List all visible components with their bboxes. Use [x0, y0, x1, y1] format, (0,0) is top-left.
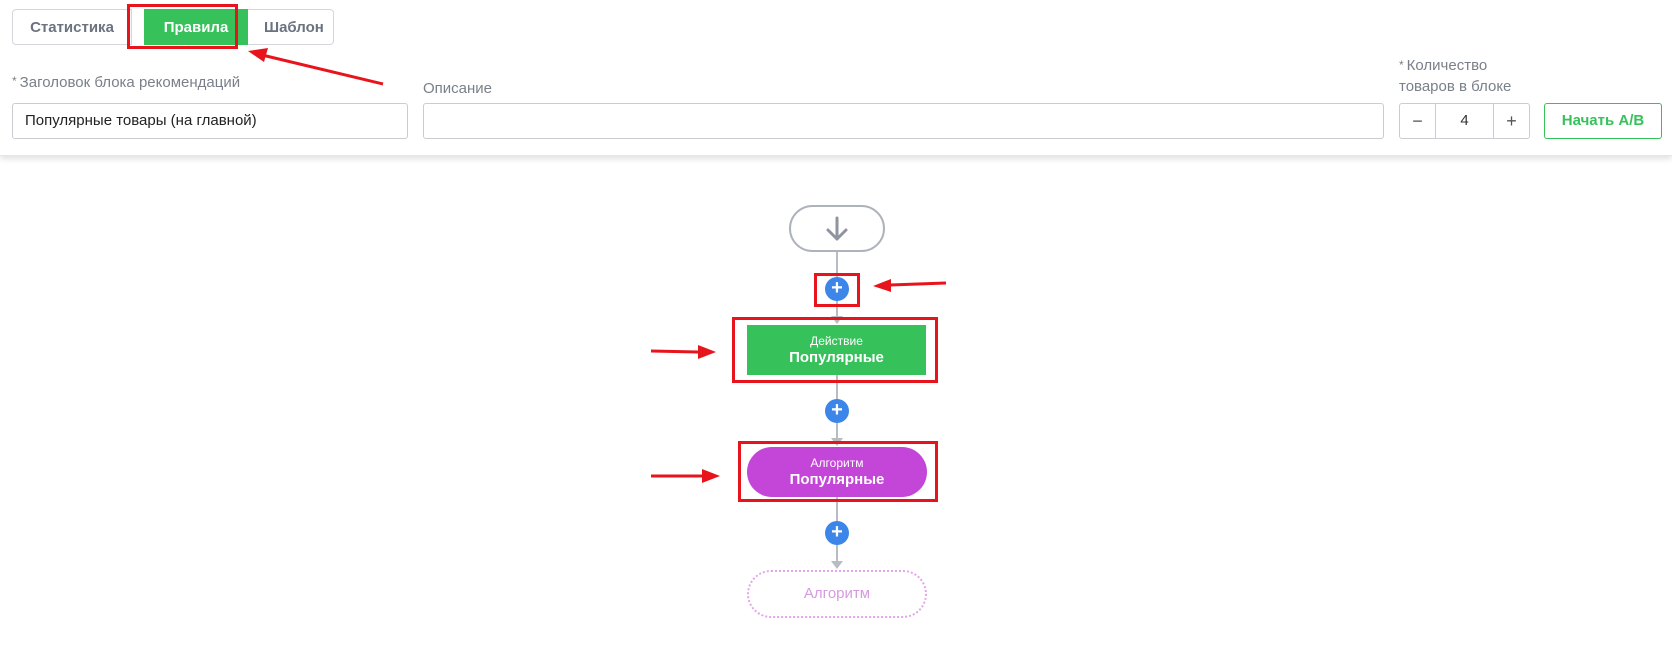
connector-arrow	[831, 316, 843, 324]
action-node-name: Популярные	[789, 349, 884, 366]
tab-rules[interactable]: Правила	[144, 9, 248, 45]
description-label: Описание	[423, 80, 493, 97]
count-label-line1: Количество	[1406, 57, 1488, 74]
title-label-text: Заголовок блока рекомендаций	[19, 74, 241, 91]
count-label: *Количество товаров в блоке	[1399, 55, 1511, 97]
highlight-box-action-node	[732, 317, 938, 383]
flow-start-node[interactable]	[789, 205, 885, 252]
quantity-value[interactable]: 4	[1435, 104, 1494, 138]
tab-statistics[interactable]: Статистика	[12, 9, 132, 45]
red-arrow-icon	[650, 345, 716, 359]
start-ab-button[interactable]: Начать A/B	[1544, 103, 1662, 139]
action-node[interactable]: Действие Популярные	[747, 325, 926, 375]
algorithm-node-type: Алгоритм	[810, 456, 864, 470]
settings-header: Статистика Правила Шаблон *Заголовок бло…	[0, 0, 1672, 156]
description-input[interactable]	[423, 103, 1384, 139]
action-node-type: Действие	[810, 334, 863, 348]
red-arrow-icon	[873, 279, 947, 292]
title-input[interactable]: Популярные товары (на главной)	[12, 103, 408, 139]
add-step-button[interactable]: +	[825, 521, 849, 545]
title-field-label: *Заголовок блока рекомендаций	[12, 74, 240, 91]
red-arrow-icon	[248, 48, 384, 86]
algorithm-placeholder-node[interactable]: Алгоритм	[747, 570, 927, 618]
connector-arrow	[831, 561, 843, 569]
red-arrow-icon	[651, 469, 720, 483]
decrement-button[interactable]: −	[1412, 111, 1423, 131]
tab-bar: Статистика Правила Шаблон	[12, 9, 334, 45]
algorithm-node-name: Популярные	[789, 471, 885, 488]
required-mark: *	[1399, 58, 1404, 72]
required-mark: *	[12, 74, 17, 88]
arrow-down-icon	[826, 216, 848, 241]
highlight-box-rules-tab	[127, 4, 238, 49]
highlight-box-algorithm-node	[738, 441, 938, 502]
tab-template[interactable]: Шаблон	[248, 9, 334, 45]
add-step-button[interactable]: +	[825, 277, 849, 301]
algorithm-node[interactable]: Алгоритм Популярные	[747, 447, 927, 497]
highlight-box-add-button	[814, 273, 860, 307]
increment-button[interactable]: +	[1506, 111, 1517, 131]
add-step-button[interactable]: +	[825, 399, 849, 423]
quantity-stepper: − 4 +	[1399, 103, 1530, 139]
count-label-line2: товаров в блоке	[1399, 78, 1512, 95]
